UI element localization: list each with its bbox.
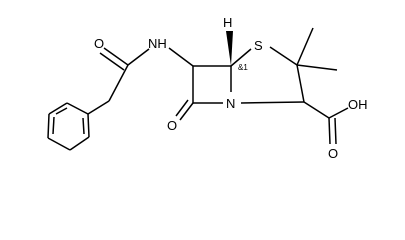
stereo-hydrogen-label: H: [223, 15, 232, 30]
penicillin-structure-diagram: O NH O N S H &1 OH O: [47, 15, 368, 161]
stereo-wedge: [226, 31, 233, 66]
acid-carbonyl-oxygen-label: O: [328, 146, 338, 161]
carboxylic-acid-bonds: [303, 101, 349, 145]
beta-lactam-ring: [175, 65, 232, 121]
benzene-ring: [47, 102, 90, 151]
sulfur-label: S: [254, 38, 263, 53]
acid-hydroxyl-label: OH: [348, 97, 368, 112]
beta-lactam-oxygen-label: O: [167, 118, 177, 133]
stereo-descriptor-label: &1: [238, 63, 248, 72]
amide-carbonyl-oxygen-label: O: [94, 36, 104, 51]
side-chain-bonds: [87, 47, 194, 115]
thiazolidine-ring: [226, 27, 338, 104]
ring-nitrogen-label: N: [226, 96, 235, 111]
amide-nitrogen-label: NH: [148, 36, 167, 51]
